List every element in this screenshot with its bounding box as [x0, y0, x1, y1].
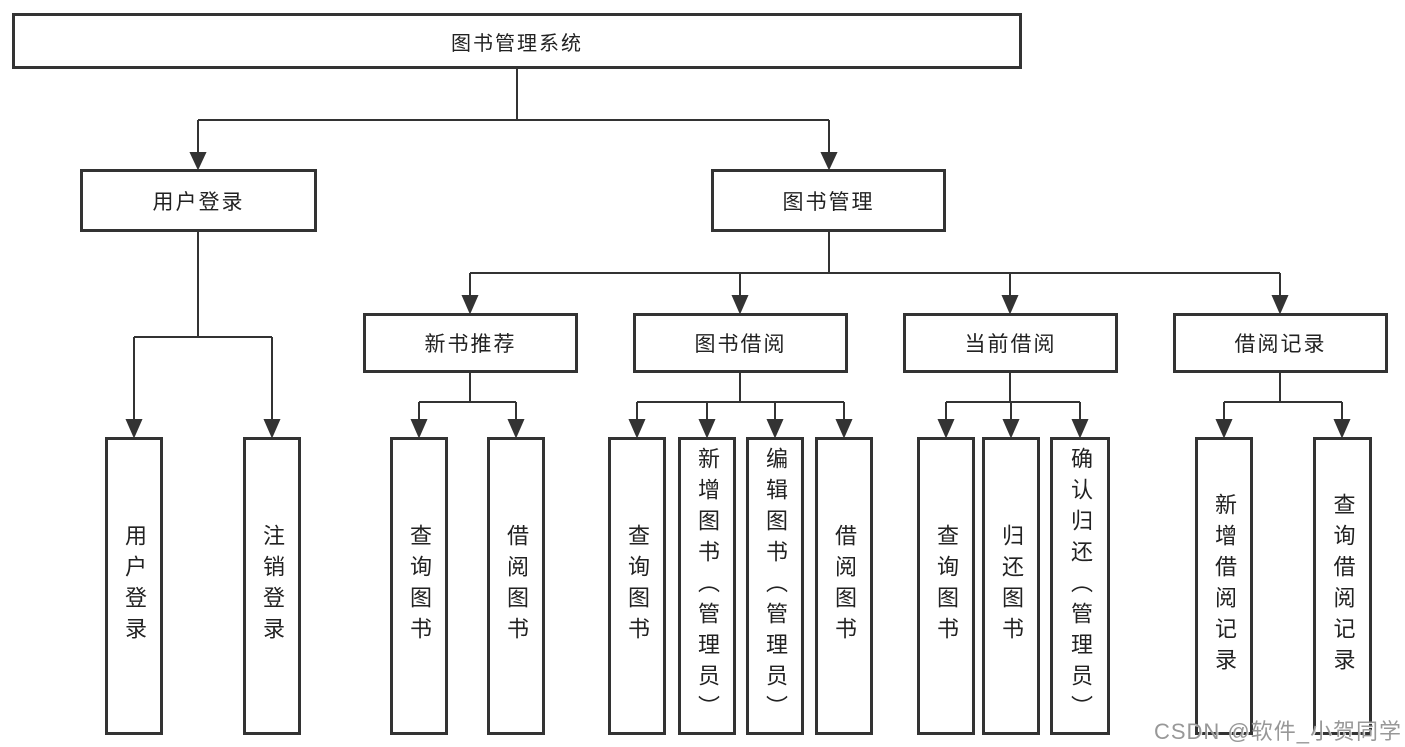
arrow-down-icon [1002, 419, 1020, 439]
node-add-borrow-record-leaf: 新增借阅记录 [1195, 437, 1253, 735]
leaf-label: 查询图书 [625, 524, 650, 648]
arrow-down-icon [1001, 295, 1019, 315]
leaf-label: 查询图书 [934, 524, 959, 648]
leaf-label: 查询图书 [407, 524, 432, 648]
connector-userlogin-to-leaves [125, 232, 281, 439]
node-book-borrowing: 图书借阅 [633, 313, 848, 373]
leaf-label: 借阅图书 [832, 524, 857, 648]
connector-borrowing-to-leaves [628, 373, 853, 439]
node-confirm-return-admin-leaf: 确认归还（管理员） [1050, 437, 1110, 735]
node-logout-leaf: 注销登录 [243, 437, 301, 735]
node-book-management: 图书管理 [711, 169, 946, 232]
arrow-down-icon [125, 419, 143, 439]
node-query-borrow-record-leaf: 查询借阅记录 [1313, 437, 1372, 735]
leaf-label: 注销登录 [260, 524, 285, 648]
connector-root-to-level2 [189, 69, 838, 171]
node-borrow-books-leaf: 借阅图书 [487, 437, 545, 735]
node-user-login-leaf: 用户登录 [105, 437, 163, 735]
connector-bookmgmt-to-level3 [461, 232, 1289, 315]
arrow-down-icon [410, 419, 428, 439]
connector-newbooks-to-leaves [410, 373, 525, 439]
arrow-down-icon [1071, 419, 1089, 439]
node-user-login: 用户登录 [80, 169, 317, 232]
arrow-down-icon [263, 419, 281, 439]
arrow-down-icon [835, 419, 853, 439]
node-borrowing-records: 借阅记录 [1173, 313, 1388, 373]
node-add-books-admin-leaf: 新增图书（管理员） [678, 437, 736, 735]
arrow-down-icon [820, 152, 838, 171]
arrow-down-icon [1271, 295, 1289, 315]
arrow-down-icon [698, 419, 716, 439]
node-query-books-leaf: 查询图书 [917, 437, 975, 735]
arrow-down-icon [937, 419, 955, 439]
leaf-label: 借阅图书 [504, 524, 529, 648]
leaf-label: 确认归还（管理员） [1068, 446, 1093, 726]
connector-records-to-leaves [1215, 373, 1351, 439]
leaf-label: 归还图书 [999, 524, 1024, 648]
leaf-label: 新增图书（管理员） [695, 446, 720, 726]
node-library-system: 图书管理系统 [12, 13, 1022, 69]
arrow-down-icon [189, 152, 207, 171]
leaf-label: 新增借阅记录 [1212, 493, 1237, 679]
connector-current-to-leaves [937, 373, 1089, 439]
arrow-down-icon [461, 295, 479, 315]
csdn-watermark: CSDN @软件_小贺同学 [1153, 719, 1402, 744]
leaf-label: 用户登录 [122, 524, 147, 648]
arrow-down-icon [507, 419, 525, 439]
node-return-books-leaf: 归还图书 [982, 437, 1040, 735]
node-query-books-leaf: 查询图书 [608, 437, 666, 735]
arrow-down-icon [731, 295, 749, 315]
node-edit-books-admin-leaf: 编辑图书（管理员） [746, 437, 804, 735]
node-borrow-books-leaf: 借阅图书 [815, 437, 873, 735]
leaf-label: 查询借阅记录 [1330, 493, 1356, 679]
node-query-books-leaf: 查询图书 [390, 437, 448, 735]
leaf-label: 编辑图书（管理员） [763, 446, 788, 726]
node-new-book-recommend: 新书推荐 [363, 313, 578, 373]
arrow-down-icon [766, 419, 784, 439]
arrow-down-icon [1215, 419, 1233, 439]
arrow-down-icon [628, 419, 646, 439]
node-current-borrowing: 当前借阅 [903, 313, 1118, 373]
arrow-down-icon [1333, 419, 1351, 439]
